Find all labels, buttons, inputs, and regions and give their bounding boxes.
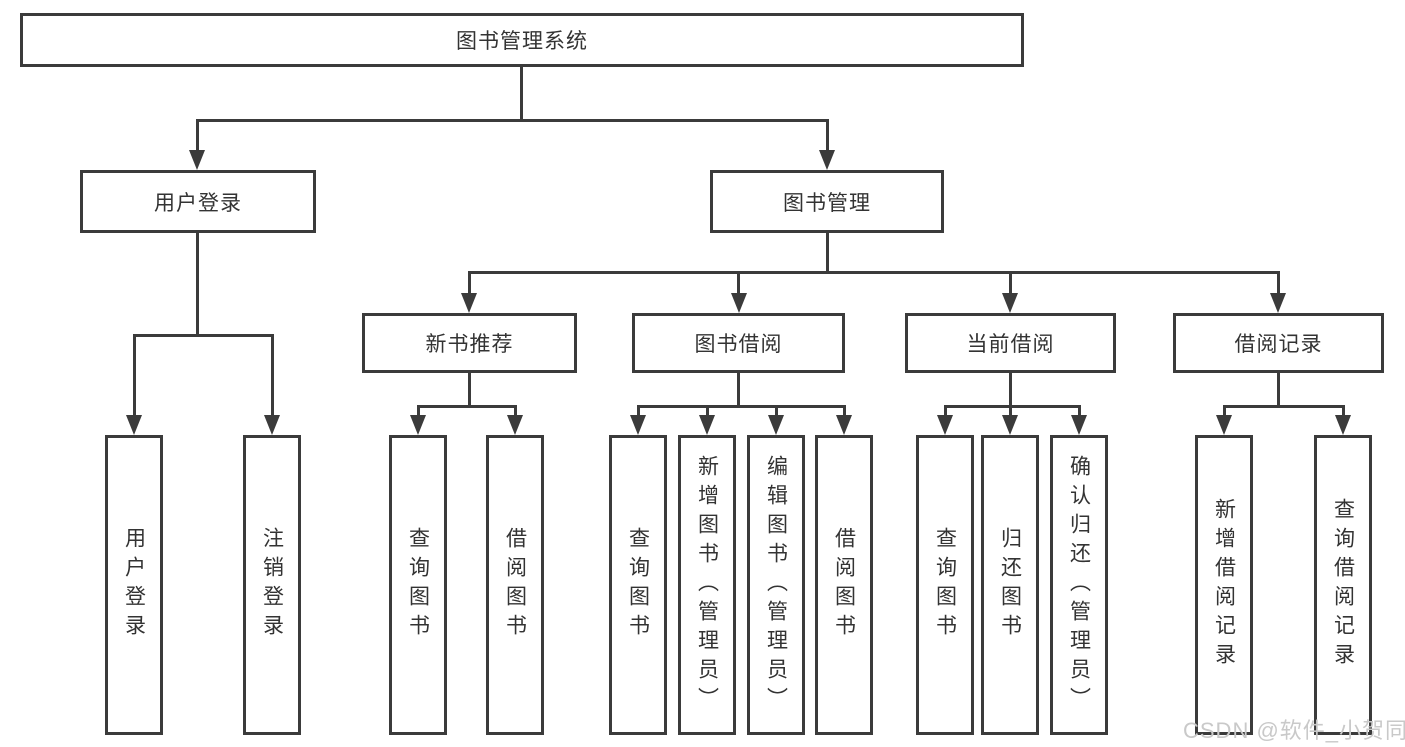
leaf-query-book: 查询图书 [609,435,667,735]
leaf-user-login: 用户登录 [105,435,163,735]
connector-line [826,232,829,274]
connector-line [468,271,1280,274]
connector-line [1078,405,1081,418]
connector-arrowhead-down [461,293,477,313]
node-label: 归还图书 [998,527,1022,643]
connector-arrowhead-down [1270,293,1286,313]
node-label: 借阅图书 [832,527,856,643]
connector-line [417,405,420,418]
node-current-borrowing: 当前借阅 [905,313,1116,373]
connector-line [737,372,740,407]
connector-arrowhead-down [264,415,280,435]
node-library-management-system: 图书管理系统 [20,13,1024,67]
node-label: 查询图书 [406,527,430,643]
connector-line [1009,271,1012,296]
connector-line [196,119,829,122]
leaf-logout: 注销登录 [243,435,301,735]
csdn-watermark: CSDN @软件_小贺同学 [1183,718,1405,743]
connector-arrowhead-down [768,415,784,435]
node-label: 新增借阅记录 [1212,498,1236,672]
leaf-edit-book-admin: 编辑图书（管理员） [747,435,805,735]
node-label: 图书管理 [783,191,871,215]
connector-arrowhead-down [126,415,142,435]
connector-line [133,334,136,418]
connector-line [514,405,517,418]
leaf-add-borrow-record: 新增借阅记录 [1195,435,1253,735]
connector-line [196,232,199,336]
node-label: 查询图书 [933,527,957,643]
connector-line [737,271,740,296]
node-label: 借阅图书 [503,527,527,643]
node-label: 新增图书（管理员） [695,454,719,716]
connector-arrowhead-down [410,415,426,435]
connector-line [1342,405,1345,418]
node-borrow-records: 借阅记录 [1173,313,1384,373]
node-label: 注销登录 [260,527,284,643]
connector-arrowhead-down [1071,415,1087,435]
connector-line [826,119,829,153]
connector-line [637,405,640,418]
node-label: 编辑图书（管理员） [764,454,788,716]
node-label: 图书管理系统 [456,30,588,53]
node-label: 新书推荐 [425,333,514,356]
connector-line [637,405,846,408]
leaf-borrow-book: 借阅图书 [486,435,544,735]
leaf-return-book: 归还图书 [981,435,1039,735]
connector-line [1223,405,1226,418]
node-label: 用户登录 [154,191,242,215]
node-new-book-recommendation: 新书推荐 [362,313,577,373]
connector-line [944,405,1081,408]
connector-arrowhead-down [836,415,852,435]
connector-arrowhead-down [937,415,953,435]
connector-line [1009,372,1012,407]
connector-arrowhead-down [507,415,523,435]
connector-arrowhead-down [819,150,835,170]
leaf-query-book: 查询图书 [916,435,974,735]
leaf-borrow-book: 借阅图书 [815,435,873,735]
connector-arrowhead-down [1335,415,1351,435]
node-label: 用户登录 [122,527,146,643]
connector-arrowhead-down [189,150,205,170]
leaf-query-borrow-record: 查询借阅记录 [1314,435,1372,735]
node-label: 图书借阅 [694,333,783,356]
connector-line [1277,271,1280,296]
connector-line [944,405,947,418]
node-book-borrowing: 图书借阅 [632,313,845,373]
connector-line [468,372,471,407]
connector-line [271,334,274,418]
node-user-login: 用户登录 [80,170,316,233]
node-label: 确认归还（管理员） [1067,454,1091,716]
connector-line [468,271,471,296]
node-label: 查询图书 [626,527,650,643]
leaf-add-book-admin: 新增图书（管理员） [678,435,736,735]
leaf-query-book: 查询图书 [389,435,447,735]
connector-line [1223,405,1345,408]
connector-line [417,405,517,408]
leaf-confirm-return-admin: 确认归还（管理员） [1050,435,1108,735]
connector-line [520,66,523,122]
connector-line [1277,372,1280,407]
connector-line [706,405,709,418]
connector-arrowhead-down [1002,293,1018,313]
connector-line [133,334,274,337]
node-label: 借阅记录 [1234,333,1323,356]
connector-line [196,119,199,153]
connector-arrowhead-down [630,415,646,435]
connector-arrowhead-down [1002,415,1018,435]
connector-line [843,405,846,418]
connector-arrowhead-down [699,415,715,435]
node-book-management: 图书管理 [710,170,944,233]
connector-line [775,405,778,418]
connector-line [1009,405,1012,418]
node-label: 查询借阅记录 [1331,498,1355,672]
connector-arrowhead-down [1216,415,1232,435]
connector-arrowhead-down [731,293,747,313]
node-label: 当前借阅 [966,333,1055,356]
